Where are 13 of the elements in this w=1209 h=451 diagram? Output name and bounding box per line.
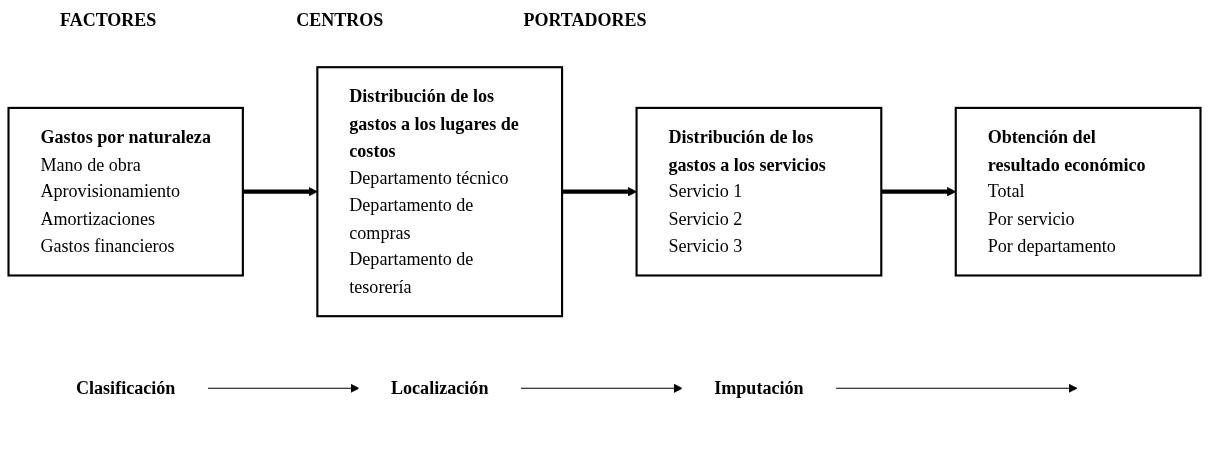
arrow [242,187,318,197]
node-text: Clasificación [75,377,176,399]
node-box: Gastos por naturaleza Mano de obra Aprovisionamiento Amortizaciones Gastos financieros [7,106,244,277]
arrow [835,383,1078,393]
node-text: Localización [390,377,489,399]
column-heading: PORTADORES [523,10,647,32]
node-box: Obtención del resultado económico Total Por servicio Por departamento [954,106,1202,277]
arrow [562,187,637,197]
column-heading: CENTROS [296,10,384,32]
column-heading: FACTORES [60,10,157,32]
node-box: Distribución de los gastos a los lugares de costos Departamento técnico Departamento de compras Departamento de tesorería [316,66,564,318]
node-box: Distribución de los gastos a los servicios Servicio 1 Servicio 2 Servicio 3 [635,106,883,277]
node-text: Imputación [714,377,804,399]
